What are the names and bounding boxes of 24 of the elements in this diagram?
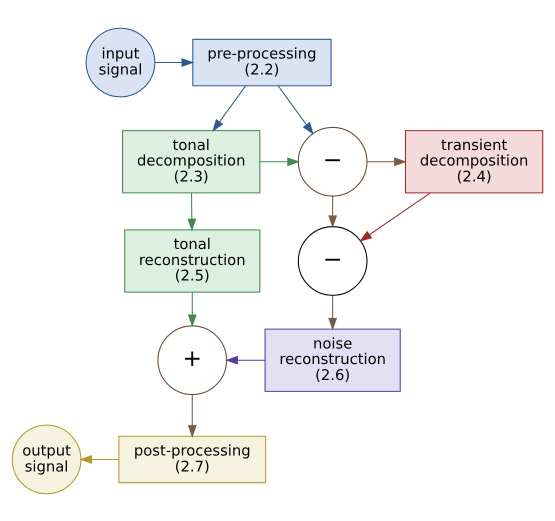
arrow [155, 58, 194, 66]
arrow [212, 85, 246, 132]
arrow [188, 394, 197, 438]
arrow [278, 85, 314, 134]
arrow [359, 192, 430, 242]
node-circle: − [298, 126, 368, 196]
arrow [367, 156, 407, 166]
node-box: pre-processing (2.2) [192, 38, 332, 86]
arrow [79, 454, 119, 464]
node-circle: input signal [86, 27, 156, 97]
arrow [260, 156, 300, 166]
node-circle: − [298, 226, 368, 296]
node-box: noise reconstruction (2.6) [264, 328, 401, 392]
arrow [188, 292, 197, 327]
node-box: post-processing (2.7) [118, 435, 266, 483]
node-box: tonal decomposition (2.3) [122, 130, 260, 193]
node-box: tonal reconstruction (2.5) [124, 228, 260, 292]
arrow [187, 192, 196, 231]
node-box: transient decomposition (2.4) [404, 130, 544, 193]
node-circle: output signal [12, 424, 82, 494]
arrow [328, 294, 338, 330]
arrow [225, 355, 265, 364]
arrow [328, 196, 338, 228]
node-circle: + [157, 324, 228, 395]
